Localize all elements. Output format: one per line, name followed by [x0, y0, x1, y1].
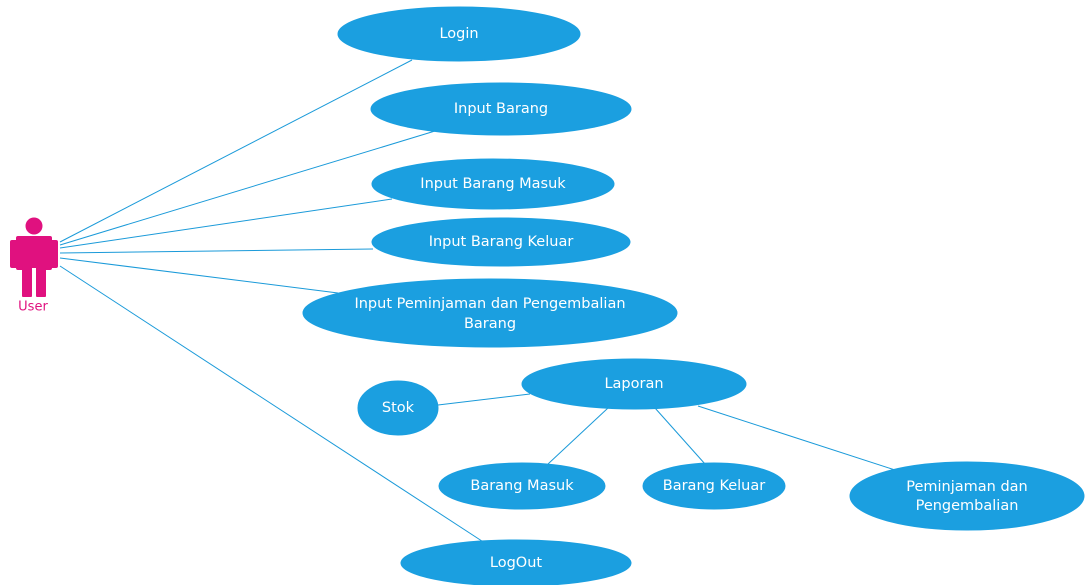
- actor-label: User: [18, 300, 48, 315]
- usecase-login[interactable]: Login: [337, 6, 581, 62]
- svg-text:Peminjaman dan: Peminjaman dan: [906, 479, 1028, 495]
- usecase-input-barang-masuk[interactable]: Input Barang Masuk: [371, 158, 615, 210]
- usecase-label-line-2: Pengembalian: [916, 498, 1019, 514]
- usecase-label-line-1: Input Peminjaman dan Pengembalian: [354, 296, 625, 312]
- usecase-peminjaman-pengembalian[interactable]: Peminjaman dan Pengembalian: [849, 461, 1085, 531]
- usecase-label-line-2: Barang: [464, 316, 516, 332]
- usecase-label: Input Barang Masuk: [420, 176, 566, 192]
- association-user-input-barang: [59, 130, 436, 246]
- association-user-input-barang-keluar: [59, 248, 374, 254]
- usecase-input-barang-keluar[interactable]: Input Barang Keluar: [371, 217, 631, 267]
- usecase-barang-keluar[interactable]: Barang Keluar: [642, 462, 786, 510]
- association-laporan-barang-masuk: [547, 407, 609, 465]
- usecase-label: Barang Keluar: [663, 478, 765, 494]
- association-user-input-peminjaman: [59, 257, 339, 294]
- usecase-stok[interactable]: Stok: [357, 380, 439, 436]
- usecase-label: Input Barang Keluar: [429, 234, 574, 250]
- svg-text:Barang: Barang: [464, 316, 516, 332]
- association-user-login: [59, 59, 413, 243]
- svg-text:Pengembalian: Pengembalian: [916, 498, 1019, 514]
- association-user-logout: [59, 265, 489, 546]
- usecase-label: Input Barang: [454, 101, 548, 117]
- user-icon: [10, 217, 58, 297]
- association-user-input-barang-masuk: [59, 198, 393, 249]
- actor-user[interactable]: User: [10, 217, 58, 315]
- usecase-label: Login: [439, 26, 478, 42]
- association-laporan-peminjaman: [697, 405, 896, 471]
- association-laporan-stok: [437, 393, 531, 406]
- usecase-label: LogOut: [490, 555, 543, 571]
- usecase-input-peminjaman[interactable]: Input Peminjaman dan Pengembalian Barang: [302, 278, 678, 348]
- usecase-label: Laporan: [604, 376, 663, 392]
- usecase-label: Stok: [382, 400, 415, 416]
- usecase-laporan[interactable]: Laporan: [521, 358, 747, 410]
- usecase-barang-masuk[interactable]: Barang Masuk: [438, 462, 606, 510]
- usecase-label: Barang Masuk: [470, 478, 574, 494]
- usecase-label-line-1: Peminjaman dan: [906, 479, 1028, 495]
- usecase-logout[interactable]: LogOut: [400, 539, 632, 585]
- association-laporan-barang-keluar: [654, 407, 706, 465]
- associations: [59, 59, 896, 546]
- svg-text:Input Peminjaman dan Pengembal: Input Peminjaman dan Pengembalian: [354, 296, 625, 312]
- usecase-input-barang[interactable]: Input Barang: [370, 82, 632, 136]
